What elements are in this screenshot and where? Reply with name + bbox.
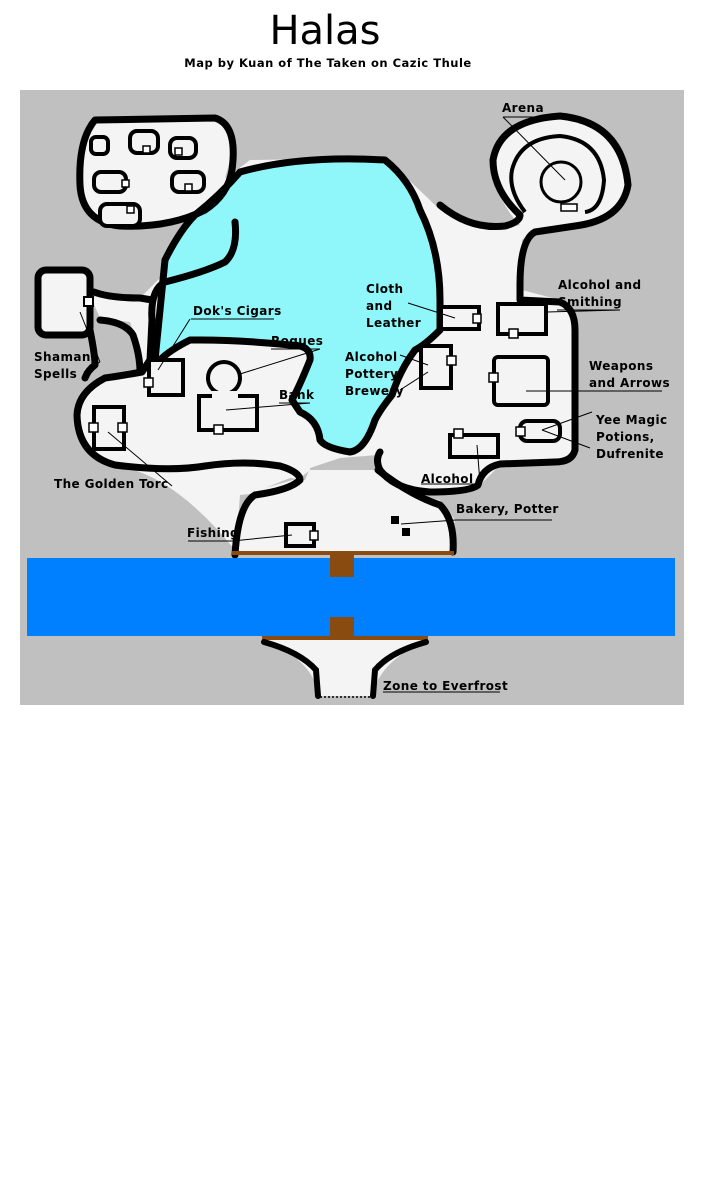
- alcohol-building: [448, 433, 500, 459]
- potter-marker: [402, 528, 410, 536]
- label-alcohol-smithing-2: Smithing: [558, 295, 622, 309]
- label-brewery-3: Brewery: [345, 384, 404, 398]
- label-zone-everfrost: Zone to Everfrost: [383, 679, 508, 693]
- label-and: and: [366, 299, 392, 313]
- label-doks-cigars: Dok's Cigars: [193, 304, 282, 318]
- doks-cigars-door: [143, 377, 154, 388]
- map-subtitle: Map by Kuan of The Taken on Cazic Thule: [184, 56, 472, 70]
- label-fishing: Fishing: [187, 526, 239, 540]
- label-arena: Arena: [502, 101, 544, 115]
- alcohol-smithing-door: [508, 328, 519, 339]
- label-bakery-potter: Bakery, Potter: [456, 502, 559, 516]
- south-dock: [262, 636, 428, 640]
- alcohol-door: [453, 428, 464, 439]
- bridge-north: [330, 555, 354, 577]
- label-brewery-1: Alcohol: [345, 350, 397, 364]
- alcohol-smithing-building: [496, 302, 548, 336]
- label-alcohol-smithing-1: Alcohol and: [558, 278, 641, 292]
- south-ground: [262, 640, 428, 696]
- lake: [151, 155, 444, 456]
- north-dock: [232, 551, 454, 555]
- label-potions: Potions,: [596, 430, 655, 444]
- brewery-door: [446, 355, 457, 366]
- label-golden-torc: The Golden Torc: [54, 477, 169, 491]
- label-shaman: Shaman: [34, 350, 91, 364]
- rogues-bank-building: [197, 360, 259, 435]
- label-bank: Bank: [279, 388, 315, 402]
- cloth-leather-door: [472, 313, 482, 324]
- arena: [509, 133, 607, 214]
- leader-lines: [79, 116, 662, 693]
- brewery-building: [419, 344, 453, 390]
- label-rogues: Rogues: [271, 334, 323, 348]
- golden-torc-door-2: [117, 422, 128, 433]
- label-leather: Leather: [366, 316, 421, 330]
- map-labels: Arena Alcohol and Smithing Cloth and Lea…: [34, 101, 670, 693]
- label-dufrenite: Dufrenite: [596, 447, 664, 461]
- label-alcohol: Alcohol: [421, 472, 473, 486]
- golden-torc-door-1: [88, 422, 99, 433]
- label-yee-magic: Yee Magic: [595, 413, 668, 427]
- shaman-building: [34, 266, 94, 339]
- fishing-door: [309, 530, 319, 541]
- label-brewery-2: Pottery: [345, 367, 398, 381]
- yee-magic-building: [518, 419, 562, 443]
- label-and-arrows: and Arrows: [589, 376, 670, 390]
- shaman-door: [83, 296, 94, 307]
- weapons-arrows-building: [492, 355, 550, 407]
- northwest-doors: [121, 145, 193, 214]
- label-cloth: Cloth: [366, 282, 403, 296]
- yee-magic-door: [515, 426, 526, 437]
- bakery-marker: [391, 516, 399, 524]
- label-spells: Spells: [34, 367, 77, 381]
- doks-cigars-building: [147, 358, 185, 397]
- label-weapons: Weapons: [589, 359, 653, 373]
- bridge-south: [330, 617, 354, 639]
- weapons-arrows-door: [488, 372, 499, 383]
- map-title: Halas: [269, 8, 381, 54]
- south-outline: [261, 639, 429, 699]
